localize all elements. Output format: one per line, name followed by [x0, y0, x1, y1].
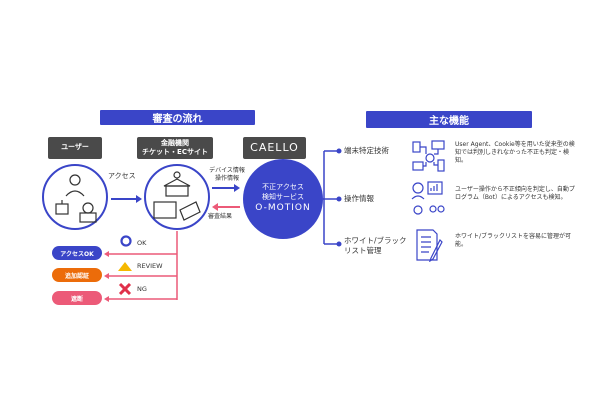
site-label-1: 金融機関 — [161, 138, 189, 147]
device-info-1: デバイス情報 — [209, 167, 245, 174]
site-circle — [144, 164, 210, 230]
service-line-1: 不正アクセス — [262, 183, 304, 192]
feature-desc-operation: ユーザー操作から不正傾向を判定し、自動プログラム（Bot）によるアクセスも検知。 — [455, 186, 575, 202]
service-line-2: 検知サービス — [262, 192, 304, 201]
outcome-block: 遮断 — [52, 291, 102, 305]
feature-name-device: 端末特定技術 — [344, 146, 389, 155]
user-bot-hacker-icon — [55, 174, 97, 223]
features-title: 主な機能 — [366, 111, 532, 128]
feature-desc-device: User Agent、Cookie等を用いた従来型の検知では判別しきれなかった不… — [455, 141, 575, 165]
device-info-label: デバイス情報操作情報 — [202, 167, 252, 183]
result-label: 審査結果 — [208, 213, 233, 220]
feature-name-list: ホワイト/ブラックリスト管理 — [344, 236, 407, 256]
flow-title: 審査の流れ — [100, 110, 255, 125]
triangle-icon — [118, 262, 132, 271]
checklist-icon — [416, 229, 443, 262]
user-circle — [42, 164, 108, 230]
service-name: O-MOTION — [255, 203, 311, 214]
access-arrow — [111, 195, 142, 203]
outcome-access-ok: アクセスOK — [52, 246, 102, 260]
info-arrow — [212, 184, 240, 192]
bank-ticket-ec-icon — [153, 171, 201, 221]
omotion-circle: 不正アクセス 検知サービス O-MOTION — [243, 159, 323, 239]
caello-logo: CAELLO — [243, 137, 306, 159]
status-ng: NG — [137, 285, 147, 293]
user-label: ユーザー — [48, 137, 102, 159]
site-label: 金融機関チケット・ECサイト — [137, 137, 213, 159]
devices-network-icon — [412, 140, 445, 172]
device-info-2: 操作情報 — [214, 175, 239, 183]
feature-name-operation: 操作情報 — [344, 194, 374, 203]
result-arrow — [212, 203, 240, 211]
circle-icon — [120, 235, 132, 247]
feature-desc-list: ホワイト/ブラックリストを容易に管理が可能。 — [455, 233, 572, 249]
outcome-additional-auth: 追加認証 — [52, 268, 102, 282]
status-ok: OK — [137, 239, 147, 247]
cross-icon — [118, 282, 132, 296]
status-review: REVIEW — [137, 262, 163, 270]
access-label: アクセス — [108, 172, 136, 180]
site-label-2: チケット・ECサイト — [142, 148, 208, 156]
user-analytics-icon — [411, 181, 445, 215]
